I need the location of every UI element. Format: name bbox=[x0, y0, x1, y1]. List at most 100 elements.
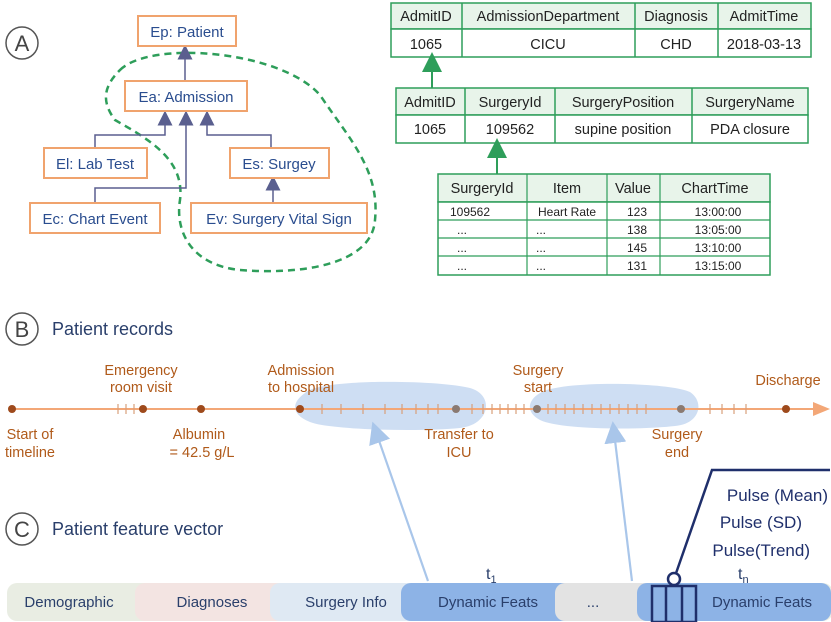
t1-label: t1 bbox=[486, 566, 497, 586]
segment-dynamic-n-label: Dynamic Feats bbox=[712, 594, 812, 611]
segment-ellipsis-label: ... bbox=[587, 594, 600, 611]
event-surgery-end-label: Surgery bbox=[652, 427, 704, 443]
timeline-arrowhead bbox=[813, 402, 830, 416]
event-dot-surgery-start bbox=[533, 405, 541, 413]
vital-header-cell: Item bbox=[553, 181, 581, 197]
event-dot-transfer bbox=[452, 405, 460, 413]
entity-admission-label: Ea: Admission bbox=[138, 89, 233, 106]
surgery-cell: 1065 bbox=[414, 122, 446, 138]
vital-table: SurgeryId Item Value ChartTime 109562 He… bbox=[437, 173, 771, 276]
vital-cell: 13:05:00 bbox=[695, 223, 742, 237]
panel-a-circle bbox=[5, 26, 39, 60]
admission-header-cell: Diagnosis bbox=[644, 9, 708, 25]
entity-lab-test-label: El: Lab Test bbox=[56, 156, 135, 173]
vital-header-cell: SurgeryId bbox=[451, 181, 514, 197]
event-albumin-label: Albumin bbox=[173, 427, 225, 443]
feature-pulse-mean: Pulse (Mean) bbox=[727, 486, 828, 505]
admission-header-cell: AdmitTime bbox=[730, 9, 799, 25]
panel-b: B Patient records bbox=[5, 312, 830, 461]
panel-c-label: C bbox=[14, 517, 30, 542]
vital-cell: Heart Rate bbox=[538, 205, 596, 219]
vital-cell: ... bbox=[457, 241, 467, 255]
vital-cell: 145 bbox=[627, 241, 647, 255]
surgery-cell: supine position bbox=[575, 122, 672, 138]
event-albumin-label: = 42.5 g/L bbox=[170, 445, 235, 461]
entity-surgery-vital-label: Ev: Surgery Vital Sign bbox=[206, 211, 352, 228]
surgery-header-cell: SurgeryPosition bbox=[572, 95, 674, 111]
surgery-table: AdmitID SurgeryId SurgeryPosition Surger… bbox=[395, 87, 809, 144]
event-dot-discharge bbox=[782, 405, 790, 413]
admission-header-cell: AdmissionDepartment bbox=[477, 9, 620, 25]
vital-cell: 13:10:00 bbox=[695, 241, 742, 255]
segment-dynamic-1-bg bbox=[401, 583, 573, 621]
panel-c-title: Patient feature vector bbox=[52, 519, 223, 539]
entity-chart-event-box bbox=[29, 202, 161, 234]
event-dot-albumin bbox=[197, 405, 205, 413]
admission-table: AdmitID AdmissionDepartment Diagnosis Ad… bbox=[390, 2, 812, 58]
window-1-arrow bbox=[369, 421, 430, 582]
vital-cell: 109562 bbox=[450, 205, 490, 219]
entity-patient-box bbox=[137, 15, 237, 47]
tn-label: tn bbox=[738, 566, 749, 586]
event-start-label: Start of bbox=[7, 427, 55, 443]
segment-diagnoses-label: Diagnoses bbox=[177, 594, 248, 611]
event-start-label: timeline bbox=[5, 445, 55, 461]
surgery-header-cell: SurgeryId bbox=[479, 95, 542, 111]
event-dot-start bbox=[8, 405, 16, 413]
segment-demographic-label: Demographic bbox=[24, 594, 114, 611]
panel-a-label: A bbox=[15, 31, 30, 56]
event-surgery-start-label: start bbox=[524, 380, 552, 396]
segment-dynamic-1-label: Dynamic Feats bbox=[438, 594, 538, 611]
admission-period-highlight bbox=[295, 381, 487, 430]
segment-surgery-info-bg bbox=[270, 583, 420, 621]
entity-chart-event-label: Ec: Chart Event bbox=[42, 211, 148, 228]
segment-ellipsis-bg bbox=[555, 583, 655, 621]
panel-c-circle bbox=[5, 512, 39, 546]
entity-surgery-box bbox=[229, 147, 330, 179]
entity-surgery-label: Es: Surgey bbox=[242, 156, 316, 173]
event-admission-label: Admission bbox=[268, 363, 335, 379]
hierarchy-connectors bbox=[94, 44, 281, 203]
vital-cell: 123 bbox=[627, 205, 647, 219]
feature-pulse-sd: Pulse (SD) bbox=[720, 513, 802, 532]
surgery-cell: PDA closure bbox=[710, 122, 790, 138]
vital-cell: ... bbox=[536, 241, 546, 255]
panel-c: C Patient feature vector Demographic Dia… bbox=[5, 421, 831, 622]
surgery-period-highlight bbox=[529, 383, 699, 429]
vital-header-cell: Value bbox=[615, 181, 651, 197]
surgery-header-cell: SurgeryName bbox=[705, 95, 794, 111]
vital-cell: 131 bbox=[627, 259, 647, 273]
panel-b-title: Patient records bbox=[52, 319, 173, 339]
vital-header-cell: ChartTime bbox=[681, 181, 748, 197]
event-dot-er bbox=[139, 405, 147, 413]
admission-cell: 2018-03-13 bbox=[727, 37, 801, 53]
event-er-label: room visit bbox=[110, 380, 172, 396]
admission-cell: CICU bbox=[530, 37, 565, 53]
vital-cell: ... bbox=[536, 223, 546, 237]
timeline-ticks bbox=[117, 404, 747, 414]
segment-dynamic-n-bg bbox=[637, 583, 831, 621]
entity-admission-box bbox=[124, 80, 248, 112]
event-admission-label: to hospital bbox=[268, 380, 334, 396]
vital-cell: ... bbox=[536, 259, 546, 273]
panel-a: A Ep: Patient Ea: Admission El: Lab Test… bbox=[5, 2, 812, 276]
panel-b-circle bbox=[5, 312, 39, 346]
event-er-label: Emergency bbox=[104, 363, 178, 379]
admission-cell: CHD bbox=[660, 37, 691, 53]
vital-cell: 13:15:00 bbox=[695, 259, 742, 273]
event-transfer-label: ICU bbox=[447, 445, 472, 461]
surgery-cell: 109562 bbox=[486, 122, 534, 138]
feature-callout-dot bbox=[666, 571, 682, 587]
surgery-header-cell: AdmitID bbox=[404, 95, 456, 111]
vital-cell: ... bbox=[457, 259, 467, 273]
segment-surgery-info-label: Surgery Info bbox=[305, 594, 387, 611]
admission-header-cell: AdmitID bbox=[400, 9, 452, 25]
window-n-arrow bbox=[604, 421, 634, 582]
event-surgery-end-label: end bbox=[665, 445, 689, 461]
event-discharge-label: Discharge bbox=[755, 373, 820, 389]
event-transfer-label: Transfer to bbox=[424, 427, 494, 443]
entity-lab-test-box bbox=[43, 147, 148, 179]
entity-surgery-vital-box bbox=[190, 202, 368, 234]
panel-b-label: B bbox=[15, 317, 30, 342]
